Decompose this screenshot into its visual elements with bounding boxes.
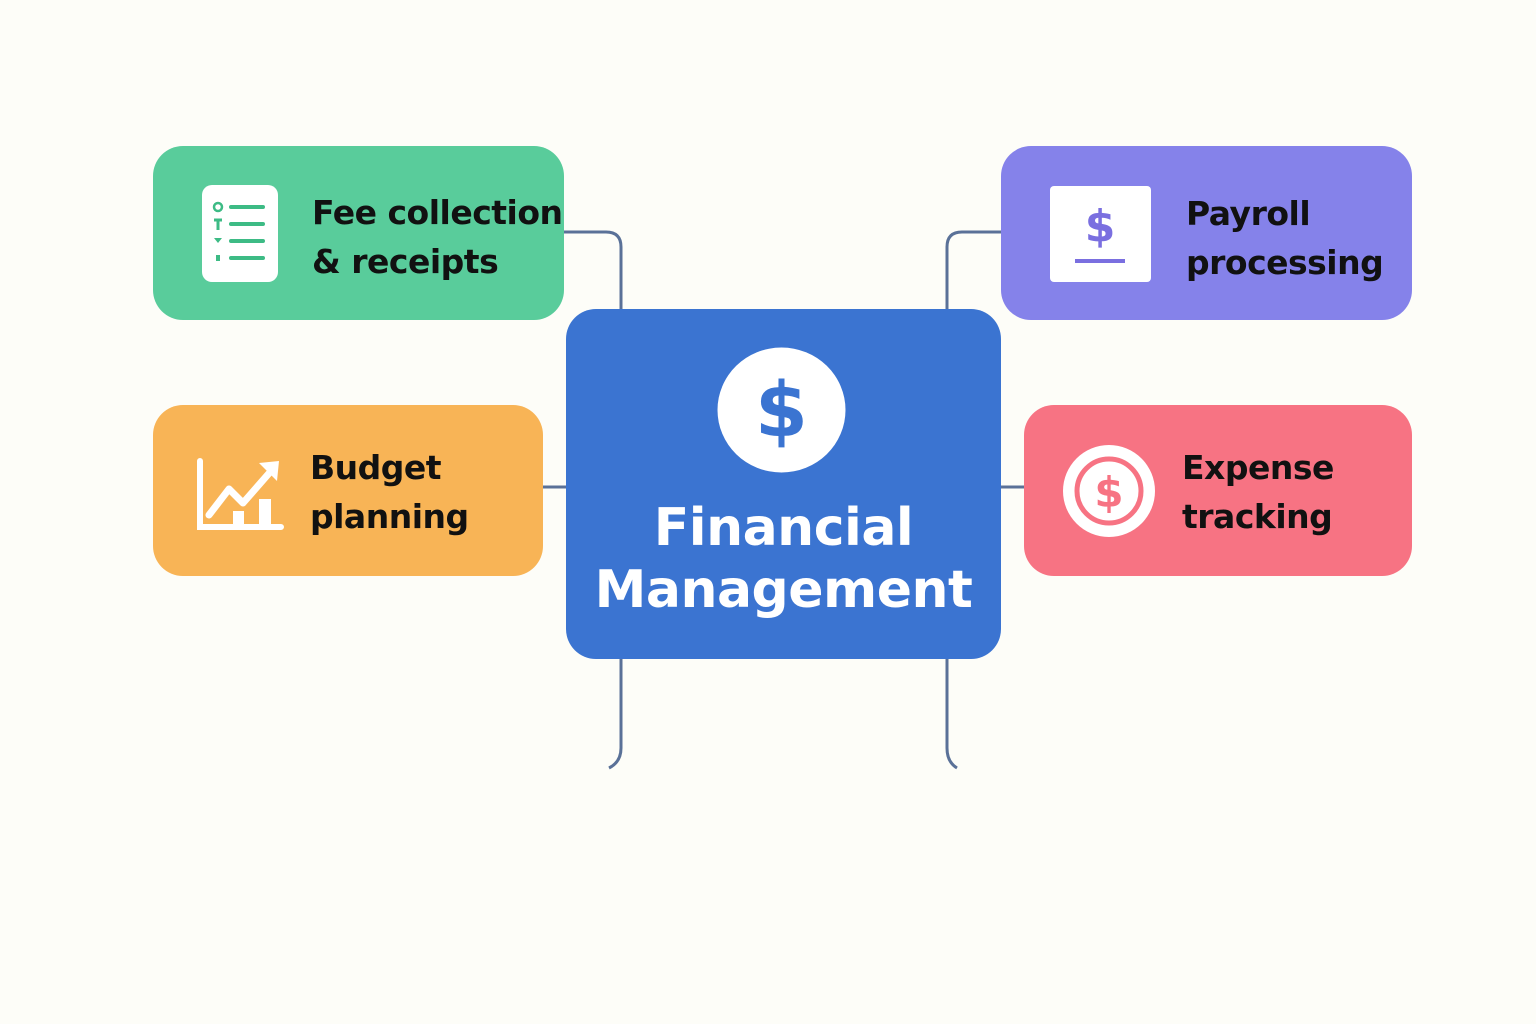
node-budget-planning: Budget planning <box>153 405 543 576</box>
svg-text:$: $ <box>1094 468 1123 517</box>
connector-bottom-right <box>945 659 958 770</box>
growth-chart-icon <box>195 457 285 533</box>
center-title-line-2: Management <box>594 560 973 620</box>
checklist-icon <box>202 185 278 282</box>
node-label: Fee collection & receipts <box>312 193 563 281</box>
connector-fee <box>564 230 623 309</box>
dollar-document-icon: $ <box>1050 186 1151 282</box>
dollar-circle-icon: $ <box>717 347 846 473</box>
connector-payroll <box>945 230 1001 309</box>
node-label: Payroll processing <box>1186 194 1384 282</box>
connector-bottom-left <box>608 659 623 770</box>
node-fee-collection: Fee collection & receipts <box>153 146 564 320</box>
node-label: Budget planning <box>310 448 469 536</box>
svg-text:$: $ <box>755 365 808 454</box>
svg-text:$: $ <box>1085 201 1116 252</box>
dollar-coin-icon: $ <box>1063 445 1155 537</box>
node-expense-tracking: $ Expense tracking <box>1024 405 1412 576</box>
center-node-financial-management: $ Financial Management <box>566 309 1001 659</box>
node-label: Expense tracking <box>1182 448 1334 536</box>
node-payroll-processing: $ Payroll processing <box>1001 146 1412 320</box>
center-title-line-1: Financial <box>653 498 914 558</box>
